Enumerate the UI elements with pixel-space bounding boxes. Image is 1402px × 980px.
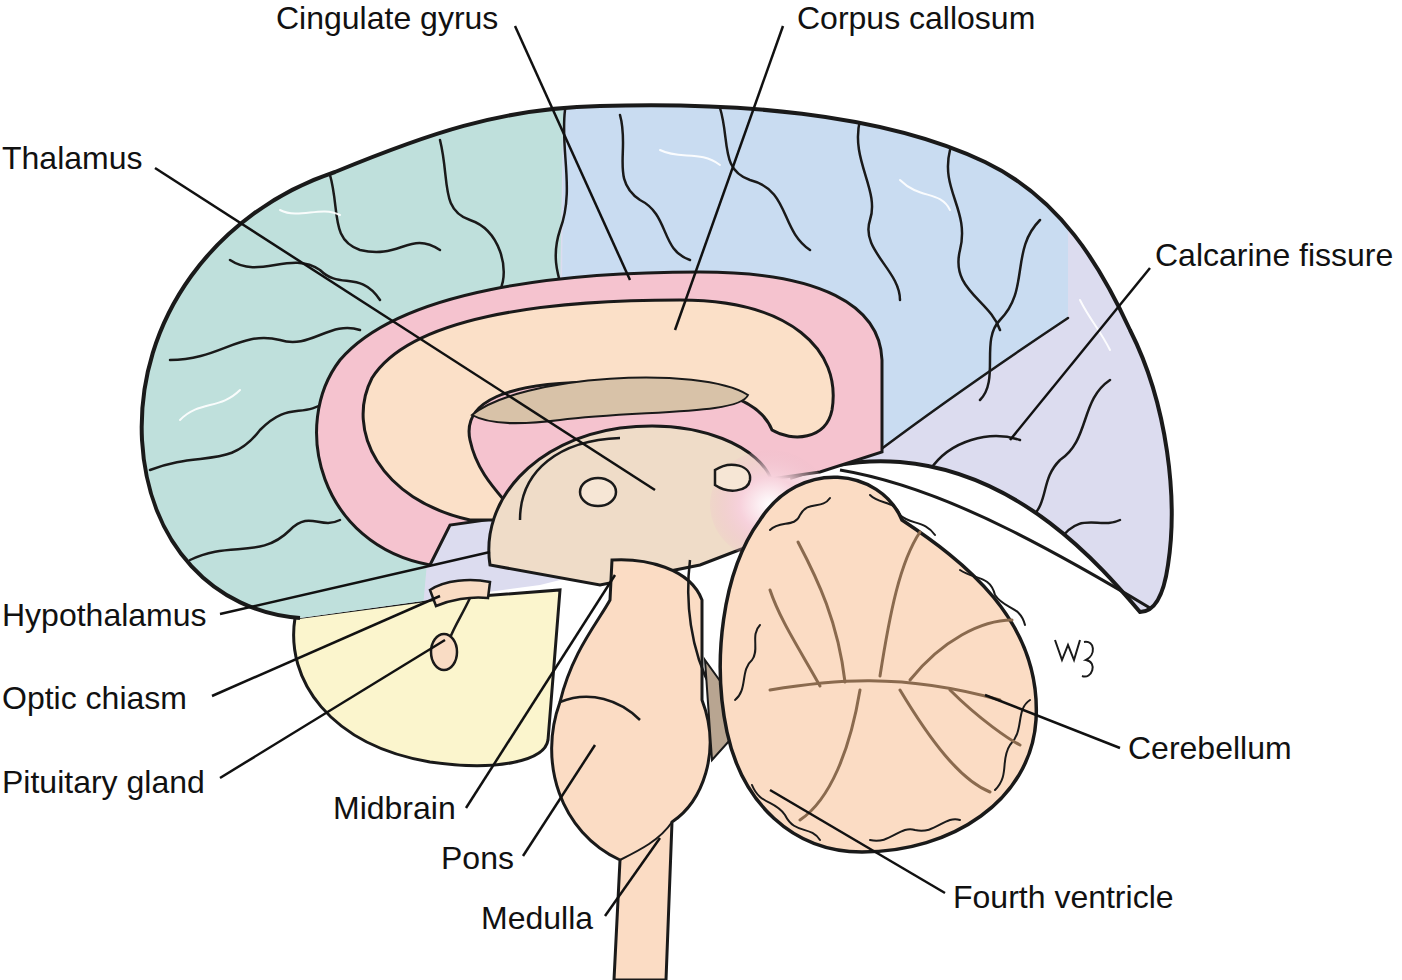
brain-drawing	[620, 115, 690, 260]
leader-line	[1010, 268, 1150, 440]
part-label: Midbrain	[333, 790, 456, 826]
part-label: Pons	[441, 840, 514, 876]
brain-drawing	[440, 140, 504, 290]
brain-drawing	[330, 175, 440, 252]
brain-drawing	[880, 318, 1068, 450]
leader-line	[515, 26, 630, 280]
leader-line	[605, 838, 660, 916]
brain-drawing	[950, 690, 1020, 745]
leader-line	[155, 168, 655, 490]
part-label: Medulla	[481, 900, 593, 936]
brain-drawing	[995, 700, 1030, 790]
part-label: Thalamus	[2, 140, 143, 176]
brain-drawing	[770, 681, 1000, 700]
part-label: Cingulate gyrus	[276, 0, 498, 36]
brain-drawing	[870, 819, 960, 841]
brain-drawing	[800, 690, 860, 820]
brain-drawing	[280, 210, 340, 215]
brain-drawing	[735, 625, 760, 700]
pineal-body	[715, 465, 750, 491]
lateral-ventricle	[472, 378, 748, 424]
pons-border	[560, 697, 640, 720]
leader-lines	[155, 26, 1150, 916]
part-label: Fourth ventricle	[953, 879, 1174, 915]
brain-drawing	[720, 108, 810, 250]
cerebellar-folia	[735, 495, 1030, 841]
medulla-border	[620, 822, 672, 860]
brain-drawing	[880, 532, 920, 676]
brain-drawing	[170, 328, 360, 360]
optic-chiasm	[430, 580, 490, 606]
part-label: Calcarine fissure	[1155, 237, 1393, 273]
brain-drawing	[960, 570, 1025, 625]
brain-drawing	[858, 120, 900, 300]
leader-line	[220, 552, 490, 614]
brain-drawing	[948, 150, 1000, 330]
brain-drawing	[150, 400, 330, 470]
brain-drawing	[1080, 300, 1110, 350]
cerebellum	[720, 477, 1036, 852]
massa-intermedia	[580, 478, 616, 506]
brain-drawing	[770, 498, 830, 530]
brain-drawing	[900, 180, 950, 210]
part-label: Hypothalamus	[2, 597, 207, 633]
brain-drawing	[900, 690, 990, 792]
leader-line	[985, 695, 1120, 748]
brain-drawing	[910, 620, 1012, 680]
leader-line	[770, 790, 945, 893]
fornix	[520, 438, 620, 520]
arbor-vitae	[770, 532, 1020, 820]
leader-line	[212, 596, 440, 696]
brain-drawing	[180, 390, 240, 420]
leader-line	[523, 745, 595, 856]
brain-drawing	[930, 436, 1020, 470]
brain-drawing	[190, 520, 340, 560]
part-label: Pituitary gland	[2, 764, 205, 800]
leader-line	[220, 640, 445, 778]
temporal-lobe	[294, 590, 560, 766]
part-label: Optic chiasm	[2, 680, 187, 716]
part-label: Cerebellum	[1128, 730, 1292, 766]
brain-drawing	[660, 150, 720, 165]
part-label: Corpus callosum	[797, 0, 1035, 36]
leader-line	[675, 26, 783, 330]
cerebrum-outline	[142, 105, 1172, 618]
leader-line	[466, 575, 615, 808]
brain-drawing	[770, 590, 820, 686]
brain-drawing	[870, 495, 935, 535]
signature-mark	[1055, 640, 1093, 677]
pituitary-stalk	[450, 598, 470, 638]
